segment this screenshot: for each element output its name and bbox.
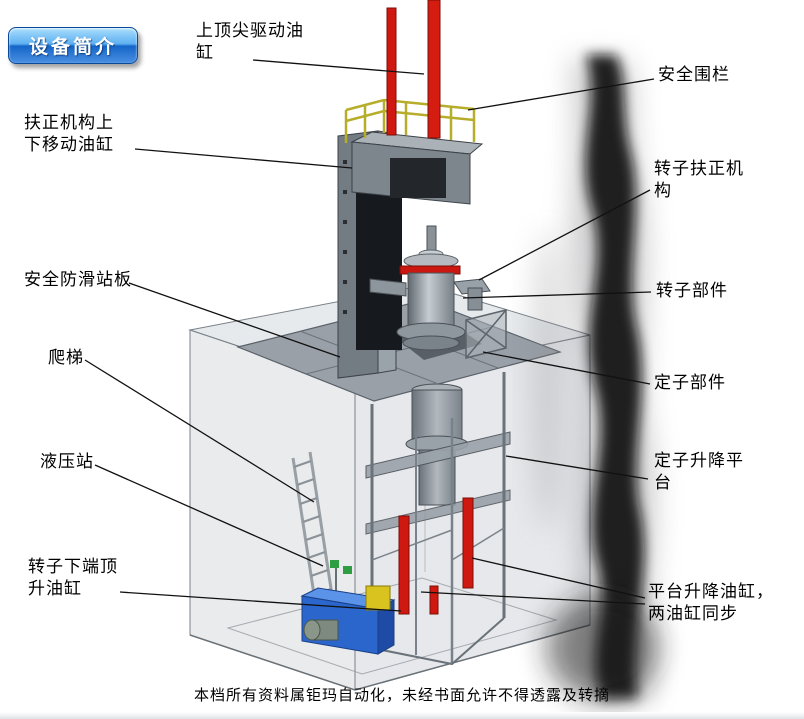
confidential-footer: 本档所有资料属钜玛自动化，未经书面允许不得透露及转摘 bbox=[193, 688, 610, 704]
callout-rotor-centering: 转子扶正机 构 bbox=[654, 159, 744, 200]
leader-ladder bbox=[84, 359, 315, 503]
top-drive-cylinders bbox=[386, 0, 441, 139]
leader-top-drive-cylinder bbox=[252, 59, 425, 75]
callout-platform-lift-cylinders: 平台升降油缸， 两油缸同步 bbox=[648, 582, 774, 623]
callout-rotor-part: 转子部件 bbox=[656, 281, 728, 300]
rotor-assembly bbox=[396, 225, 466, 351]
head-assembly bbox=[350, 131, 484, 205]
leader-hydraulic-station bbox=[94, 464, 324, 567]
title-badge-label: 设备简介 bbox=[28, 37, 117, 58]
leader-centering-cylinder bbox=[134, 148, 353, 169]
leader-safety-fence bbox=[467, 78, 655, 111]
platform-lift-cylinders-3d bbox=[398, 497, 474, 615]
leader-lift-cylinder-a bbox=[471, 557, 646, 599]
callout-stator-part: 定子部件 bbox=[654, 373, 726, 392]
callout-safety-fence: 安全围栏 bbox=[658, 65, 730, 84]
leader-stator-part bbox=[482, 351, 651, 385]
callout-ladder: 爬梯 bbox=[48, 348, 84, 367]
leader-rotor-jack-cylinder bbox=[119, 591, 402, 612]
callout-top-drive-cylinder: 上顶尖驱动油 缸 bbox=[196, 21, 304, 62]
callout-hydraulic-station: 液压站 bbox=[40, 452, 94, 471]
leader-anti-slip-board bbox=[128, 282, 341, 358]
side-lattice-frame bbox=[465, 309, 507, 359]
hydraulic-station-3d bbox=[300, 560, 396, 655]
callout-stator-lift-platform: 定子升降平 台 bbox=[654, 451, 744, 492]
title-badge: 设备简介 bbox=[8, 27, 138, 64]
bottom-edge-strip bbox=[0, 712, 804, 719]
rotor-centering-mechanism-3d bbox=[369, 278, 491, 311]
leader-stator-lift-platform bbox=[505, 455, 649, 480]
callout-rotor-jack-cylinder: 转子下端顶 升油缸 bbox=[28, 557, 118, 598]
leader-rotor-centering bbox=[478, 189, 651, 281]
leader-lift-cylinder-b bbox=[420, 591, 646, 605]
leader-lines bbox=[84, 59, 655, 612]
leader-rotor-part bbox=[462, 291, 652, 299]
callout-centering-cylinder: 扶正机构上 下移动油缸 bbox=[24, 113, 114, 154]
callout-anti-slip-board: 安全防滑站板 bbox=[24, 270, 132, 289]
